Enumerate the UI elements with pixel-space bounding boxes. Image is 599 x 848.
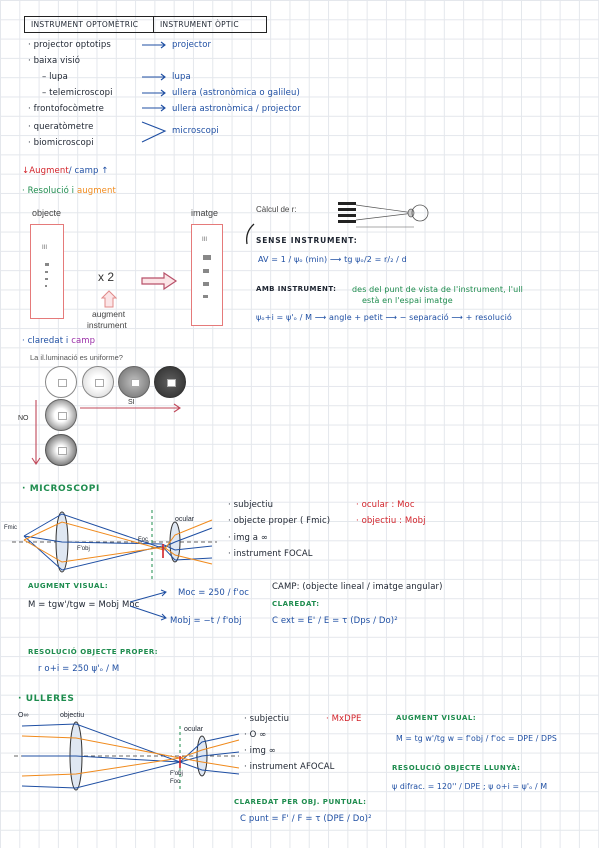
equation-resolution: ψₒ+i = ψ'ₒ / M ⟶ angle + petit ⟶ − separ… — [256, 313, 512, 322]
augment-orange-text: augment — [76, 186, 116, 196]
table-row: – lupa — [42, 72, 68, 82]
image-mark: III — [202, 237, 208, 243]
fmic-label: Fmic — [4, 525, 17, 531]
ulleres-mxdpe: · MxDPE — [326, 714, 362, 724]
augment-line: ↓Augment/ camp ↑ — [22, 166, 109, 176]
microscopi-prop: · subjectiu — [228, 500, 274, 510]
resolucio-text: · Resolució i — [22, 186, 75, 196]
microscopi-title: · MICROSCOPI — [22, 484, 100, 494]
table-cell: ullera astronòmica / projector — [172, 104, 301, 114]
micro-resolucio-eq: r o+i = 250 ψ'ₒ / M — [38, 664, 120, 674]
ulleres-resolucio-eq: ψ difrac. = 120'' / DPE ; ψ o+i = ψ'ₒ / … — [392, 782, 548, 791]
up-arrow-icon — [101, 290, 117, 308]
circle-white — [45, 366, 77, 398]
objectiu-label: objectiu — [60, 712, 85, 719]
telescope-diagram — [14, 721, 240, 791]
micro-camp: CAMP: (objecte lineal / imatge angular) — [272, 582, 443, 592]
table-arrows — [141, 41, 167, 143]
table-row: · frontofocòmetre — [28, 104, 104, 114]
illumination-question: La il.luminació es uniforme? — [30, 353, 123, 362]
camp-purple-text: camp — [71, 336, 96, 346]
right-arrow-icon — [141, 271, 178, 291]
micro-augment-title: AUGMENT VISUAL: — [28, 582, 109, 590]
microscopi-prop: · instrument FOCAL — [228, 549, 313, 559]
si-label: SI — [128, 399, 135, 406]
ulleres-resolucio-title: RESOLUCIÓ OBJECTE LLUNYÀ: — [392, 764, 521, 772]
table-cell: microscopi — [172, 126, 219, 136]
microscopi-prop: · objecte proper ( Fmic) — [228, 516, 331, 526]
micro-augment-eq: M = tgw'/tgw = Mobj Moc — [28, 600, 140, 610]
ulleres-prop: · subjectiu — [244, 714, 290, 724]
circle-vignette-dark — [45, 434, 77, 466]
micro-arrows — [129, 589, 167, 621]
augment-label: augment — [92, 309, 126, 319]
imatge-box: III — [191, 224, 223, 326]
micro-claredat-title: CLAREDAT: — [272, 600, 320, 608]
ulleres-augment-eq: M = tg w'/tg w = f'obj / f'oc = DPE / DP… — [396, 734, 557, 743]
objecte-box: III — [30, 224, 64, 319]
imatge-label: imatge — [191, 208, 219, 218]
claredat-arrows — [31, 400, 181, 465]
instrument-table: INSTRUMENT OPTOMÈTRIC INSTRUMENT ÒPTIC — [24, 16, 267, 33]
table-row: · projector optotips — [28, 40, 111, 50]
augment-text: ↓Augment — [22, 166, 69, 176]
object-dots — [45, 263, 49, 287]
mobj-eq: Mobj = −t / f'obj — [170, 616, 242, 626]
ocular-label: ocular — [175, 516, 195, 523]
o-infinity-label: O∞ — [18, 712, 29, 719]
objecte-label: objecte — [32, 208, 62, 218]
ulleres-prop: · img ∞ — [244, 746, 276, 756]
ocular-label-2: ocular — [184, 726, 204, 733]
ulleres-prop: · instrument AFOCAL — [244, 762, 335, 772]
micro-resolucio-title: RESOLUCIÓ OBJECTE PROPER: — [28, 648, 159, 656]
table-header-optometric: INSTRUMENT OPTOMÈTRIC — [24, 16, 154, 33]
calcul-title: Càlcul de r: — [256, 205, 297, 214]
equation-av: AV = 1 / ψₒ (min) ⟶ tg ψₒ/2 = r/₂ / d — [258, 255, 407, 264]
circle-light — [82, 366, 114, 398]
object-mark: III — [42, 245, 48, 251]
foc-label-2: Foc — [170, 779, 181, 785]
magnification-label: x 2 — [98, 270, 115, 284]
table-cell: ullera (astronòmica o galileu) — [172, 88, 300, 98]
circle-gray — [118, 366, 150, 398]
no-label: NO — [18, 415, 29, 422]
instrument-label: instrument — [87, 320, 127, 330]
table-cell: projector — [172, 40, 212, 50]
moc-eq: Moc = 250 / f'oc — [178, 588, 250, 598]
amb-instrument-note-2: està en l'espai imatge — [362, 296, 453, 305]
sense-instrument-title: SENSE INSTRUMENT: — [256, 236, 358, 245]
resolution-diagram — [338, 202, 429, 228]
table-row: – telemicroscopi — [42, 88, 113, 98]
ulleres-augment-title: AUGMENT VISUAL: — [396, 714, 477, 722]
claredat-text: · claredat i — [22, 336, 69, 346]
table-header-optic: INSTRUMENT ÒPTIC — [153, 16, 267, 33]
microscope-diagram — [12, 510, 217, 580]
objectiu-m: · objectiu : Mobj — [356, 516, 426, 526]
foc-label: Foc — [138, 537, 149, 543]
table-row: · biomicroscopi — [28, 138, 94, 148]
fobj-label-2: F'obj — [170, 771, 183, 777]
amb-instrument-title: AMB INSTRUMENT: — [256, 285, 337, 293]
ulleres-prop: · O ∞ — [244, 730, 267, 740]
claredat-line: · claredat i camp — [22, 336, 95, 346]
table-row: · baixa visió — [28, 56, 80, 66]
camp-text: / camp ↑ — [68, 166, 109, 176]
table-cell: lupa — [172, 72, 191, 82]
ulleres-claredat-eq: C punt = F' / F = τ (DPE / Do)² — [240, 814, 372, 824]
ulleres-title: · ULLERES — [18, 694, 75, 704]
amb-instrument-note-1: des del punt de vista de l'instrument, l… — [352, 285, 523, 294]
image-dots — [203, 255, 211, 298]
bracket-icon — [246, 223, 255, 245]
table-row: · queratòmetre — [28, 122, 94, 132]
resolucio-line: · Resolució i augment — [22, 186, 116, 196]
circle-vignette — [45, 399, 77, 431]
ocular-m: · ocular : Moc — [356, 500, 415, 510]
circle-dark — [154, 366, 186, 398]
micro-claredat-eq: C ext = E' / E = τ (Dps / Do)² — [272, 616, 398, 626]
microscopi-prop: · img a ∞ — [228, 533, 269, 543]
fobj-label: F'obj — [77, 546, 90, 552]
ulleres-claredat-title: CLAREDAT PER OBJ. PUNTUAL: — [234, 798, 367, 806]
